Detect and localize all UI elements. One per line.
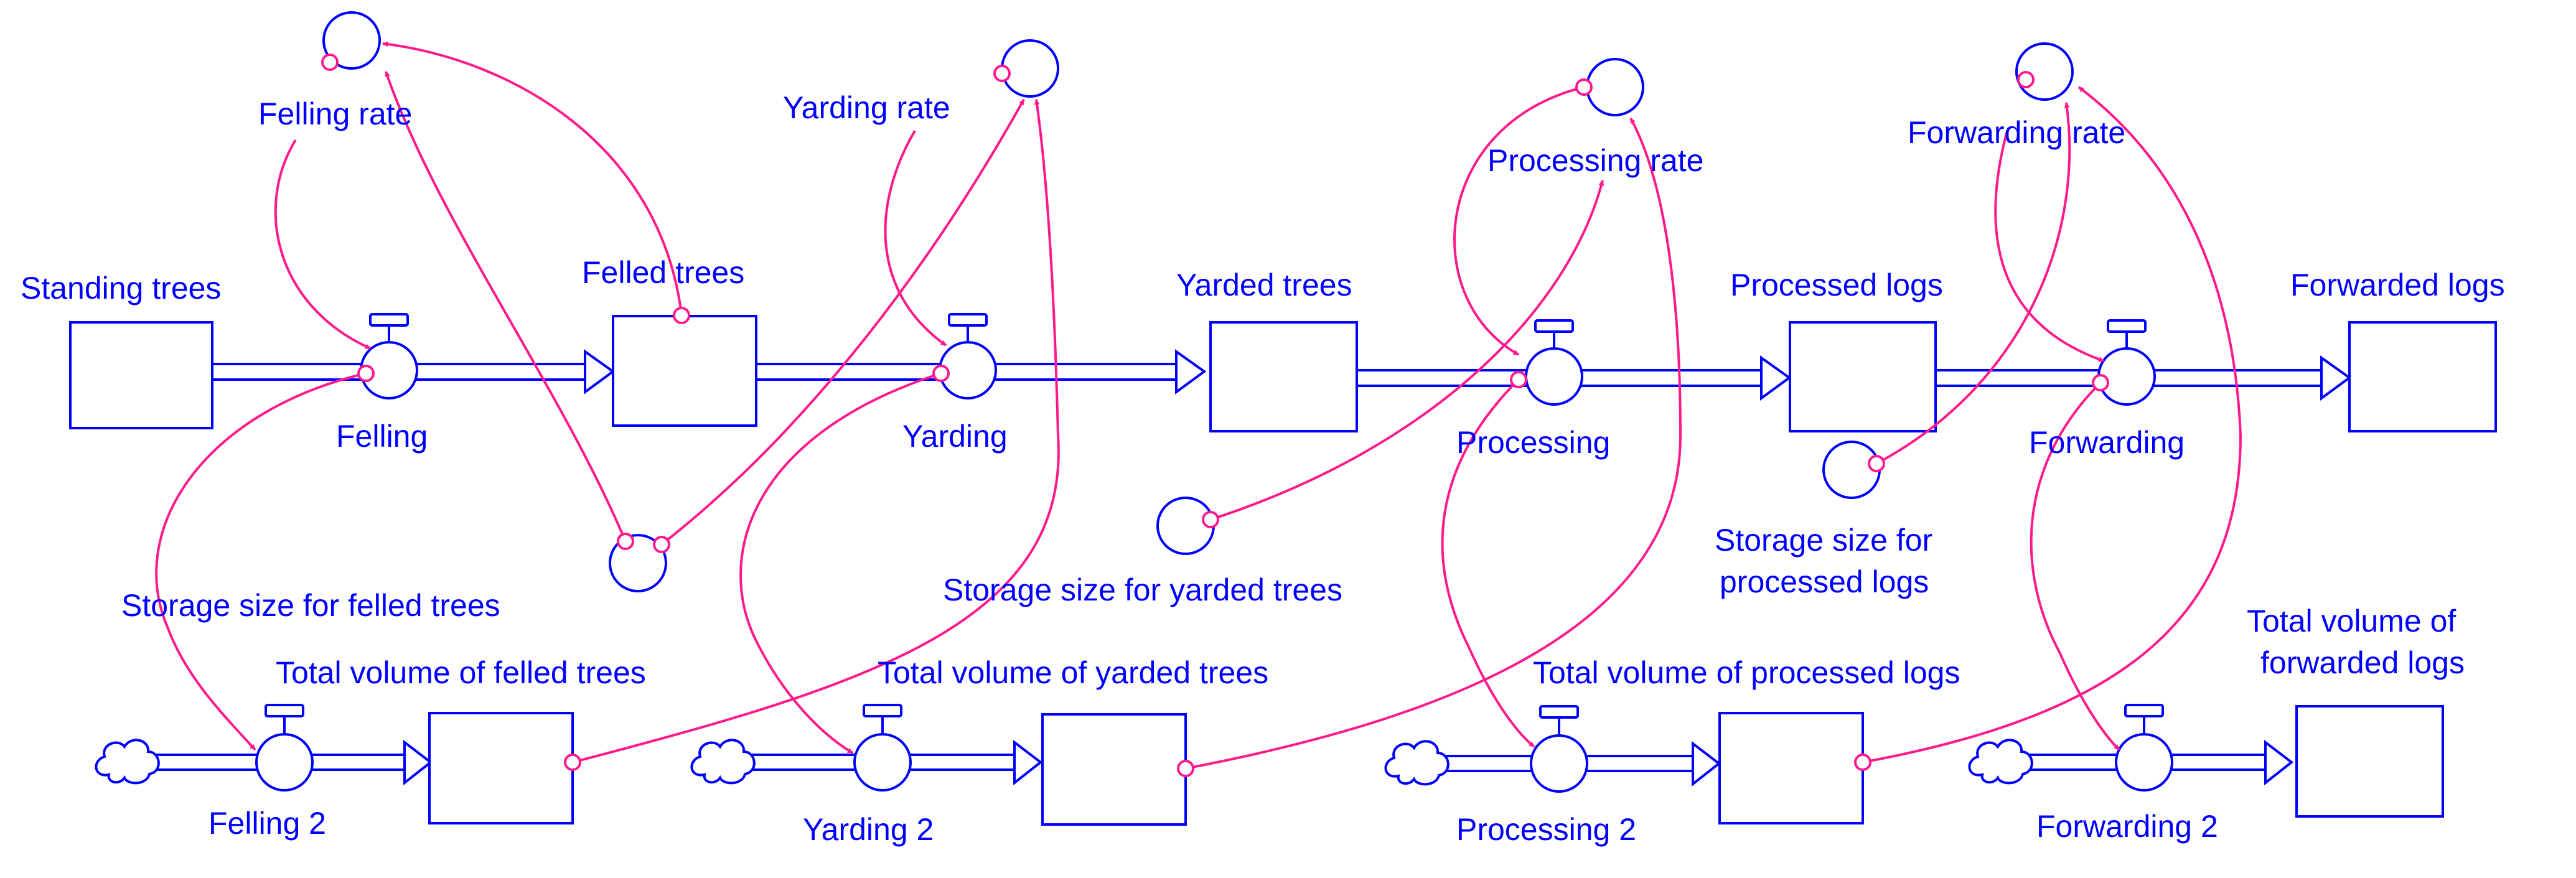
- label-processing-rate: Processing rate: [1487, 143, 1703, 178]
- label-total-forwarded-2: forwarded logs: [2260, 645, 2465, 680]
- label-storage-yarded: Storage size for yarded trees: [943, 572, 1342, 607]
- stock-felled-trees[interactable]: [612, 315, 757, 427]
- label-total-yarded: Total volume of yarded trees: [878, 655, 1268, 690]
- cloud-source-3: [1384, 740, 1450, 786]
- label-storage-processed-1: Storage size for: [1715, 523, 1932, 558]
- stock-total-felled[interactable]: [428, 712, 574, 824]
- label-felling-rate: Felling rate: [258, 96, 412, 131]
- label-standing-trees: Standing trees: [21, 271, 221, 306]
- aux-felling-rate[interactable]: [322, 11, 381, 70]
- cloud-source-1: [95, 739, 160, 785]
- valve-processing-2[interactable]: [1530, 705, 1588, 793]
- stock-processed-logs[interactable]: [1789, 321, 1937, 432]
- stock-yarded-trees[interactable]: [1209, 321, 1358, 432]
- cloud-source-4: [1968, 739, 2033, 785]
- label-total-processed: Total volume of processed logs: [1533, 655, 1960, 690]
- stock-total-forwarded[interactable]: [2295, 705, 2444, 818]
- label-yarded-trees: Yarded trees: [1176, 268, 1352, 302]
- valve-yarding-2[interactable]: [853, 704, 912, 792]
- causal-links: [155, 41, 2242, 777]
- stock-total-yarded[interactable]: [1041, 713, 1187, 826]
- cloud-source-2: [690, 739, 756, 785]
- label-storage-processed-2: processed logs: [1720, 564, 1929, 599]
- label-storage-felled: Storage size for felled trees: [121, 588, 500, 623]
- label-processing-2: Processing 2: [1456, 812, 1636, 847]
- stock-total-processed[interactable]: [1718, 712, 1864, 824]
- stock-forwarded-logs[interactable]: [2348, 321, 2497, 432]
- valve-processing[interactable]: [1525, 319, 1583, 406]
- label-yarding-2: Yarding 2: [803, 812, 934, 847]
- valve-forwarding-2[interactable]: [2115, 704, 2173, 792]
- valve-forwarding[interactable]: [2097, 319, 2156, 406]
- label-felling: Felling: [336, 419, 428, 454]
- valve-felling[interactable]: [360, 313, 418, 399]
- valve-felling-2[interactable]: [255, 704, 314, 792]
- label-felled-trees: Felled trees: [582, 255, 744, 290]
- aux-storage-felled[interactable]: [609, 534, 667, 592]
- label-yarding: Yarding: [902, 419, 1008, 454]
- label-total-felled: Total volume of felled trees: [276, 655, 646, 690]
- valve-yarding[interactable]: [939, 313, 997, 399]
- label-felling-2: Felling 2: [208, 806, 326, 841]
- aux-forwarding-rate[interactable]: [2015, 42, 2074, 101]
- stock-standing-trees[interactable]: [69, 321, 213, 429]
- aux-yarding-rate[interactable]: [1001, 39, 1059, 98]
- label-forwarding: Forwarding: [2029, 425, 2185, 460]
- label-yarding-rate: Yarding rate: [783, 90, 950, 125]
- label-total-forwarded-1: Total volume of: [2247, 604, 2456, 638]
- label-processing: Processing: [1456, 425, 1610, 460]
- label-forwarded-logs: Forwarded logs: [2290, 268, 2505, 302]
- label-forwarding-2: Forwarding 2: [2036, 809, 2218, 844]
- label-forwarding-rate: Forwarding rate: [1908, 115, 2125, 150]
- aux-processing-rate[interactable]: [1586, 58, 1644, 116]
- label-processed-logs: Processed logs: [1730, 268, 1943, 302]
